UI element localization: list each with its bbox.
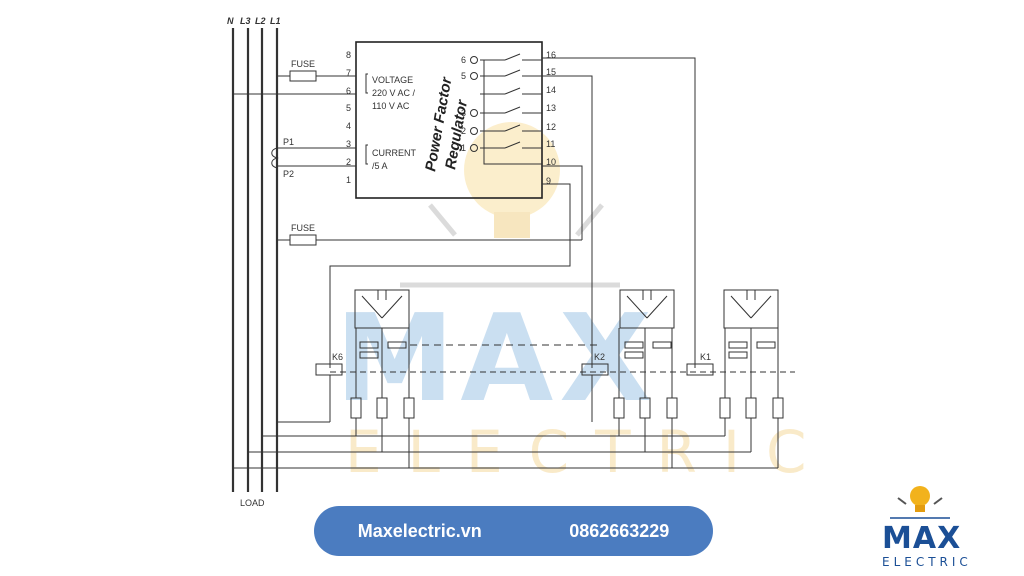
pin-7: 7	[346, 68, 351, 78]
watermark-bulb-icon	[400, 122, 620, 288]
logo-max-text: MAX	[882, 521, 961, 556]
load-label: LOAD	[240, 498, 265, 508]
bus-label-n: N	[227, 16, 234, 26]
current-label: CURRENT	[372, 148, 417, 158]
bus-label-l2: L2	[255, 16, 266, 26]
capacitor-banks	[233, 289, 795, 469]
ct-label-p1: P1	[283, 137, 294, 147]
website-link[interactable]: Maxelectric.vn	[357, 520, 482, 541]
current-value: /5 A	[372, 161, 388, 171]
pin-3: 3	[346, 139, 351, 149]
ct-label-p2: P2	[283, 169, 294, 179]
contactor-k2: K2	[594, 352, 605, 362]
indicator-6: 6	[461, 55, 466, 65]
voltage-range-1: 220 V AC /	[372, 88, 416, 98]
indicator-3: 3	[461, 108, 466, 118]
control-wiring	[233, 57, 696, 368]
pin-13: 13	[546, 103, 556, 113]
watermark-max-text: MAX	[335, 290, 658, 429]
contactor-k1: K1	[700, 352, 711, 362]
pin-16: 16	[546, 50, 556, 60]
relay-indicators: 6 5 3 2 1	[461, 55, 478, 153]
bus-labels: N L3 L2 L1	[227, 16, 281, 26]
logo-bulb-icon	[890, 486, 950, 519]
pin-5: 5	[346, 103, 351, 113]
pin-14: 14	[546, 85, 556, 95]
pin-6: 6	[346, 86, 351, 96]
pin-4: 4	[346, 121, 351, 131]
left-pin-numbers: 8 7 6 5 4 3 2 1	[346, 50, 351, 185]
contact-bar: Maxelectric.vn 0862663229	[314, 506, 713, 556]
pin-11: 11	[546, 139, 555, 149]
right-pin-numbers: 16 15 14 13 12 11 10 9	[546, 50, 556, 186]
fuse-label-1: FUSE	[291, 59, 315, 69]
pin-12: 12	[546, 122, 556, 132]
max-electric-logo: MAX ELECTRIC	[882, 486, 970, 569]
pin-1: 1	[346, 175, 351, 185]
indicator-5: 5	[461, 71, 466, 81]
logo-electric-text: ELECTRIC	[882, 555, 970, 569]
indicator-2: 2	[461, 126, 466, 136]
fuse-label-2: FUSE	[291, 223, 315, 233]
pin-9: 9	[546, 176, 551, 186]
voltage-range-2: 110 V AC	[372, 101, 410, 111]
watermark: MAX ELECTRIC	[335, 122, 806, 486]
bus-label-l3: L3	[240, 16, 251, 26]
phone-number[interactable]: 0862663229	[569, 520, 670, 541]
pin-2: 2	[346, 157, 351, 167]
pin-15: 15	[546, 67, 556, 77]
contactor-k6: K6	[332, 352, 343, 362]
pin-10: 10	[546, 157, 556, 167]
pin-8: 8	[346, 50, 351, 60]
indicator-1: 1	[461, 143, 466, 153]
bus-label-l1: L1	[270, 16, 281, 26]
voltage-label: VOLTAGE	[372, 75, 413, 85]
